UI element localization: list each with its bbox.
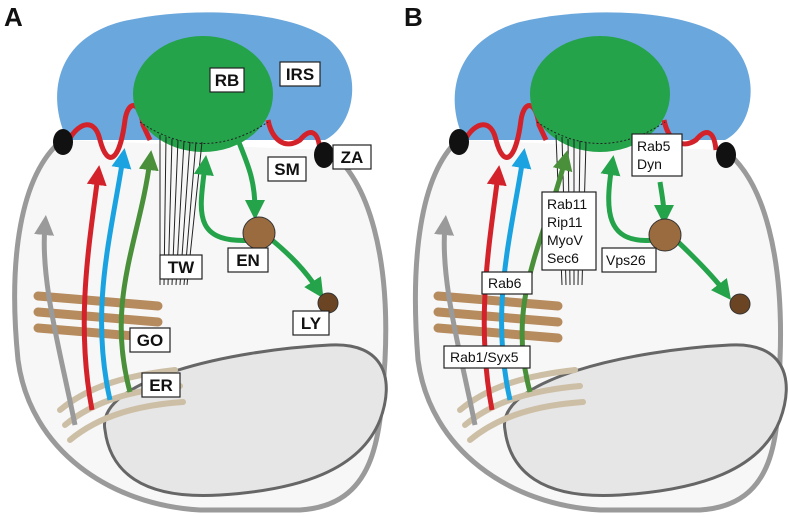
endosome bbox=[242, 216, 276, 250]
label-rab1-syx5: Rab1/Syx5 bbox=[443, 345, 531, 369]
svg-text:ER: ER bbox=[149, 376, 173, 395]
lysosome bbox=[729, 293, 751, 315]
label-za: ZA bbox=[332, 144, 372, 170]
svg-text:Sec6: Sec6 bbox=[547, 250, 579, 266]
microvilli-base bbox=[536, 121, 666, 144]
svg-text:Dyn: Dyn bbox=[637, 156, 662, 172]
label-rab5-dyn: Rab5 Dyn bbox=[631, 133, 683, 177]
zonula-adherens-left bbox=[53, 129, 73, 155]
arrow-green-down bbox=[653, 181, 674, 225]
arrow-green-to-lysosome bbox=[674, 238, 732, 300]
svg-text:IRS: IRS bbox=[286, 65, 314, 84]
svg-text:MyoV: MyoV bbox=[547, 232, 583, 248]
zonula-adherens-left bbox=[449, 129, 469, 155]
zonula-adherens-right bbox=[314, 142, 334, 168]
lysosome bbox=[317, 292, 339, 314]
svg-text:Rab5: Rab5 bbox=[637, 138, 671, 154]
arrow-green-down bbox=[235, 139, 265, 220]
rhabdomere bbox=[530, 36, 670, 152]
rhabdomere bbox=[133, 36, 273, 152]
svg-text:LY: LY bbox=[301, 314, 322, 333]
golgi-stack bbox=[433, 291, 563, 343]
panel-b: B bbox=[404, 2, 788, 513]
label-rab11-group: Rab11 Rip11 MyoV Sec6 bbox=[541, 191, 597, 271]
arrow-green-up bbox=[193, 155, 256, 243]
label-go: GO bbox=[129, 327, 171, 353]
zonula-adherens-right bbox=[716, 142, 736, 168]
svg-text:TW: TW bbox=[168, 258, 195, 277]
svg-text:GO: GO bbox=[137, 331, 163, 350]
label-tw: TW bbox=[159, 254, 203, 280]
endosome bbox=[648, 218, 682, 252]
panel-letter-b: B bbox=[404, 2, 423, 32]
arrow-gray bbox=[34, 215, 78, 426]
label-vps26: Vps26 bbox=[601, 247, 657, 273]
svg-text:Vps26: Vps26 bbox=[606, 252, 646, 268]
panel-letter-a: A bbox=[4, 2, 23, 32]
label-er: ER bbox=[141, 372, 181, 398]
nucleus bbox=[503, 343, 788, 498]
arrow-green-up bbox=[600, 155, 656, 243]
label-rb: RB bbox=[209, 67, 245, 93]
label-irs: IRS bbox=[279, 61, 321, 87]
svg-text:RB: RB bbox=[215, 71, 240, 90]
arrow-red bbox=[81, 165, 107, 411]
arrow-blue bbox=[99, 148, 132, 401]
label-en: EN bbox=[227, 247, 269, 273]
svg-text:Rab11: Rab11 bbox=[547, 196, 587, 212]
svg-text:ZA: ZA bbox=[341, 148, 364, 167]
label-ly: LY bbox=[292, 310, 330, 336]
panel-a: A bbox=[4, 2, 389, 513]
svg-text:Rip11: Rip11 bbox=[547, 214, 583, 230]
label-rab6: Rab6 bbox=[481, 271, 533, 295]
label-sm: SM bbox=[267, 156, 307, 182]
arrow-dark-green bbox=[118, 150, 159, 393]
arrow-green-to-lysosome bbox=[270, 238, 324, 299]
svg-text:EN: EN bbox=[236, 251, 260, 270]
svg-text:SM: SM bbox=[274, 160, 300, 179]
svg-text:Rab1/Syx5: Rab1/Syx5 bbox=[450, 349, 519, 365]
arrow-gray bbox=[434, 215, 478, 426]
svg-text:Rab6: Rab6 bbox=[488, 275, 522, 291]
microvilli-base bbox=[139, 121, 269, 144]
